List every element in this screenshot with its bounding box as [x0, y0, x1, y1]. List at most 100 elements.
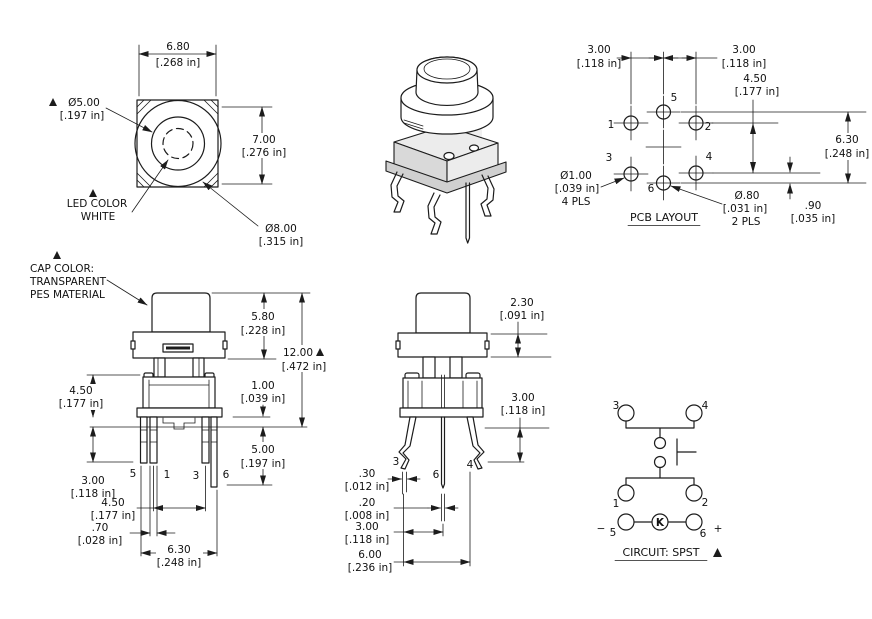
dim-side-pitch-mm: 3.00 [355, 521, 378, 533]
front-center-step [162, 417, 196, 430]
front-stem [153, 357, 166, 378]
circuit-pin3-label: 3 [613, 400, 620, 412]
hole-b-in: [.031 in] [723, 203, 767, 215]
dim-pitch-left-mm: 3.00 [587, 44, 610, 56]
side-view: 3 4 6 2.30 [.091 in] 3.00 [.118 in] .30 … [345, 292, 552, 574]
callout-cap-dia-mm: Ø5.00 [68, 97, 100, 109]
dim-front-lead-length: 3.00 [.118 in] [71, 426, 115, 500]
hole-pin2 [678, 105, 714, 141]
pcb-pin4-label: 4 [706, 151, 713, 163]
triangle-marker [49, 98, 57, 106]
callout-led-color: LED COLOR WHITE [67, 159, 169, 223]
center-cross [645, 129, 682, 165]
dim-front-pitch: 4.50 [.177 in] [91, 497, 206, 522]
side-lead-pin4 [466, 416, 485, 470]
dim-step-in: [.039 in] [241, 393, 285, 405]
dim-offset-mm: .90 [805, 200, 822, 212]
hole-a-qty: 4 PLS [562, 196, 591, 208]
lead-pin1 [149, 416, 158, 464]
callout-hole-a: Ø1.00 [.039 in] 4 PLS [555, 170, 625, 208]
dim-front-led-lead: 5.00 [.197 in] [240, 426, 286, 486]
iso-rivet [468, 144, 480, 152]
dim-front-body: 4.50 [.177 in] [55, 374, 107, 418]
hole-pin4 [678, 155, 714, 191]
dim-side-lead-in: [.118 in] [501, 405, 545, 417]
front-pin1-label: 1 [164, 469, 171, 481]
circuit-pin6-label: 6 [700, 528, 707, 540]
circuit-terminal-1 [617, 484, 635, 502]
hole-a-mm: Ø1.00 [560, 170, 592, 182]
pcb-pin1-label: 1 [608, 119, 615, 131]
dim-front-pitch-mm: 4.50 [101, 497, 124, 509]
pcb-holes [613, 95, 714, 201]
dim-bezel-mm: 2.30 [510, 297, 533, 309]
side-cap [415, 292, 471, 334]
circuit-pin1-label: 1 [613, 498, 620, 510]
triangle-marker [713, 548, 722, 557]
callout-outer-dia-in: [.315 in] [259, 236, 303, 248]
front-pin6-label: 6 [223, 469, 230, 481]
dim-top-height-in: [.276 in] [242, 147, 286, 159]
dim-side-span-mm: 6.00 [358, 549, 381, 561]
side-bezel [397, 332, 488, 358]
dim-lead-mm: 3.00 [81, 475, 104, 487]
led-note-line1: LED COLOR [67, 198, 128, 210]
circuit-terminal-6 [685, 513, 703, 531]
dim-front-span-in: [.248 in] [157, 557, 201, 569]
front-view: CAP COLOR: TRANSPARENT PES MATERIAL 5 [29, 251, 333, 569]
dim-led-t-mm: .20 [359, 497, 376, 509]
iso-rivet [443, 151, 455, 161]
callout-cap-dia-in: [.197 in] [60, 110, 104, 122]
dim-led-lead-in: [.197 in] [241, 458, 285, 470]
side-pin4-label: 4 [467, 459, 474, 471]
front-body [142, 376, 216, 409]
dim-total-in: [.472 in] [282, 361, 326, 373]
dim-front-pitch-in: [.177 in] [91, 510, 135, 522]
dim-front-span: 6.30 [.248 in] [140, 544, 218, 569]
front-pin3-label: 3 [193, 470, 200, 482]
dim-top-width: 6.80 [.268 in] [138, 41, 217, 97]
dim-top-width-mm: 6.80 [166, 41, 189, 53]
side-stem [422, 356, 436, 379]
circuit-title: CIRCUIT: SPST [614, 546, 722, 561]
bezel-notch [484, 340, 490, 350]
side-stem [449, 356, 463, 379]
dim-span-in: [.248 in] [825, 148, 869, 160]
side-pin3-label: 3 [393, 456, 400, 468]
callout-cap-color: CAP COLOR: TRANSPARENT PES MATERIAL [29, 251, 148, 306]
front-pin5-label: 5 [130, 468, 137, 480]
front-leads [139, 416, 218, 488]
dim-total-mm: 12.00 [283, 347, 313, 359]
front-cap [151, 292, 211, 333]
cap-circle [150, 116, 206, 171]
iso-led-pin [465, 182, 471, 244]
top-view: 6.80 [.268 in] 7.00 [.276 in] Ø5.00 [.19… [49, 41, 303, 248]
dim-front-step: 1.00 [.039 in] [241, 380, 285, 417]
dim-body-in: [.177 in] [59, 398, 103, 410]
dim-lead-w-mm: .70 [92, 522, 109, 534]
side-lead-pin6 [440, 416, 446, 489]
triangle-marker [53, 251, 61, 259]
dim-side-pitch-in: [.118 in] [345, 534, 389, 546]
dim-pcb-pitch: 3.00 [.118 in] 3.00 [.118 in] [577, 44, 766, 105]
dim-side-lead-mm: 3.00 [511, 392, 534, 404]
front-flange [136, 407, 223, 418]
iso-body-flange [385, 160, 507, 194]
side-pin6-label: 6 [433, 469, 440, 481]
side-lead-pin3 [398, 416, 417, 470]
hole-a-in: [.039 in] [555, 183, 599, 195]
circuit-terminal-3 [617, 404, 635, 422]
lead-pin5 [139, 416, 148, 464]
circuit-pin4-label: 4 [702, 400, 709, 412]
dim-span-mm: 6.30 [835, 134, 858, 146]
cap-note-line2: TRANSPARENT [29, 276, 107, 288]
dim-pcb-span: 6.30 [.248 in] [680, 111, 871, 184]
dim-pcb-offset: .90 [.035 in] [787, 156, 835, 225]
circuit-terminal-4 [685, 404, 703, 422]
front-stem [192, 357, 205, 378]
pcb-pin6-label: 6 [648, 183, 655, 195]
dim-lead-in: [.118 in] [71, 488, 115, 500]
dim-lead-w-in: [.028 in] [78, 535, 122, 547]
